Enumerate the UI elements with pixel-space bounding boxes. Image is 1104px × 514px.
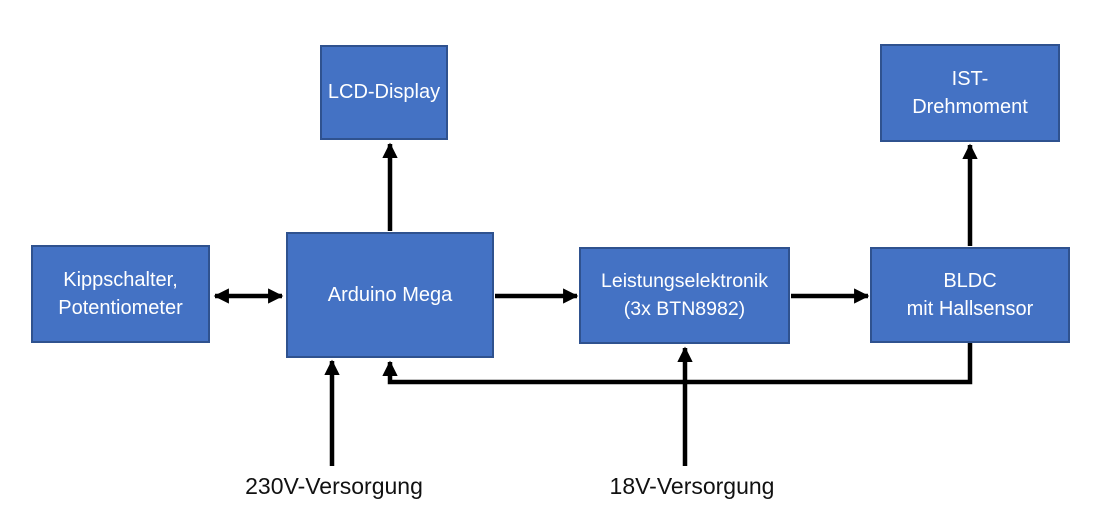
- node-bldc-hallsensor: BLDC mit Hallsensor: [870, 247, 1070, 343]
- node-lcd-display: LCD-Display: [320, 45, 448, 140]
- node-label-line: Potentiometer: [58, 297, 183, 319]
- node-label-line: Kippschalter,: [63, 268, 178, 291]
- label-230v-versorgung: 230V-Versorgung: [245, 473, 423, 499]
- node-label-line: Arduino Mega: [327, 283, 453, 306]
- node-label-line: Drehmoment: [912, 96, 1028, 118]
- node-label-line: LCD-Display: [327, 81, 441, 104]
- node-label-line: mit Hallsensor: [906, 298, 1034, 320]
- node-arduino-mega: Arduino Mega: [286, 232, 494, 358]
- node-label-line: IST-: [951, 67, 989, 90]
- node-label-line: (3x BTN8982): [623, 297, 746, 320]
- label-18v-versorgung: 18V-Versorgung: [609, 473, 775, 499]
- node-label-line: BLDC: [943, 269, 997, 292]
- node-leistungselektronik: Leistungselektronik (3x BTN8982): [579, 247, 790, 344]
- node-kippschalter-potentiometer: Kippschalter, Potentiometer: [31, 245, 210, 343]
- node-label-line: Leistungselektronik: [601, 269, 768, 292]
- node-ist-drehmoment: IST- Drehmoment: [880, 44, 1060, 142]
- arrow-bldc-feedback-to-arduino: [382, 342, 973, 385]
